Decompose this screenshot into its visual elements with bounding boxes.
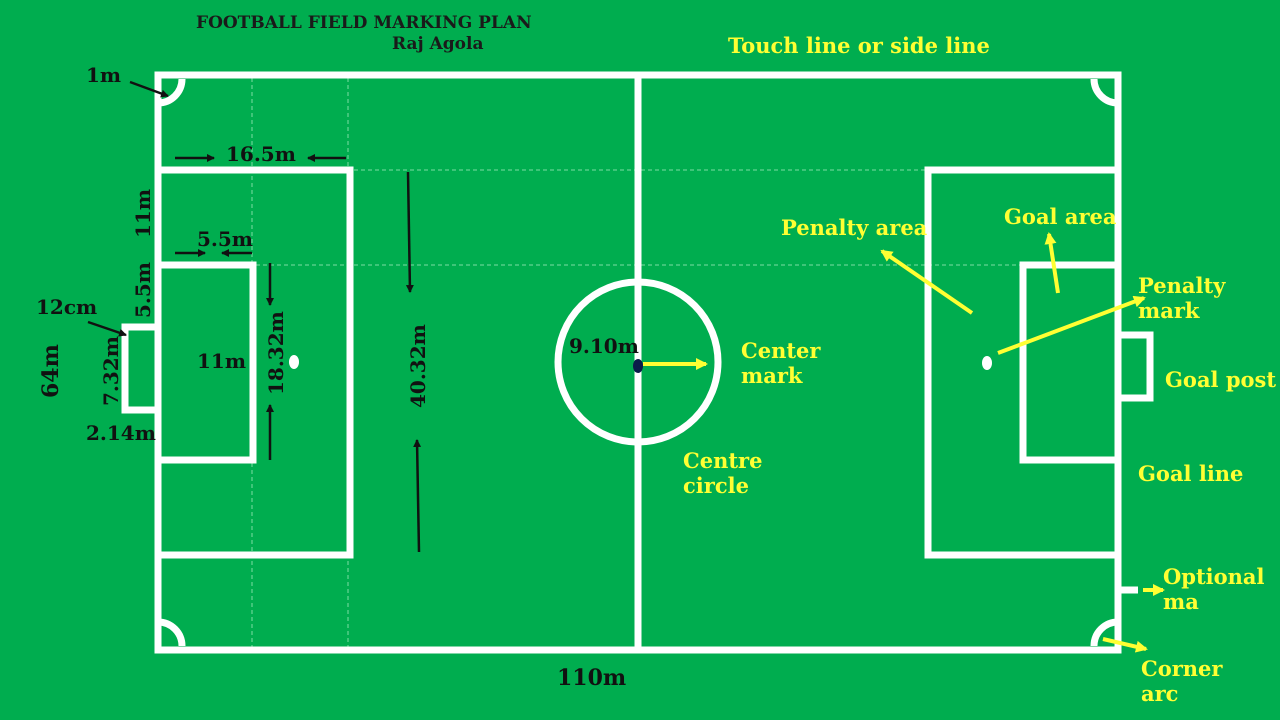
pointer-corner-arc (1102, 637, 1148, 653)
left-goal-area (154, 261, 257, 464)
label-corner-radius: 1m (86, 63, 121, 87)
measurement-arrows (87, 80, 422, 553)
diagram-author: Raj Agola (392, 34, 484, 54)
label-center-mark: Center mark (741, 338, 828, 388)
label-goal-depth: 2.14m (86, 421, 156, 445)
label-pointers (643, 232, 1165, 653)
corner-arc-top-right (1090, 78, 1119, 107)
label-penalty-mark: Penalty mark (1138, 273, 1233, 323)
label-goal-line: Goal line (1138, 461, 1243, 486)
label-touch-line: Touch line or side line (728, 33, 990, 58)
arrow-40-32m-top (405, 171, 414, 293)
right-goal-post (1118, 331, 1154, 402)
pointer-penalty-area (880, 249, 974, 315)
label-penalty-area-width: 40.32m (406, 324, 430, 408)
centre-circle (554, 278, 722, 446)
label-penalty-area: Penalty area (781, 215, 928, 240)
label-goal-side-offset: 5.5m (131, 262, 155, 318)
label-goal-area-width: 18.32m (264, 311, 288, 395)
corner-arc-bottom-right (1090, 618, 1119, 647)
centre-mark (633, 359, 643, 373)
label-goal-area: Goal area (1004, 204, 1117, 229)
label-field-width: 64m (38, 344, 64, 398)
label-penalty-area-depth: 16.5m (226, 142, 296, 166)
left-goal-post (121, 323, 158, 414)
diagram-title: FOOTBALL FIELD MARKING PLAN (196, 13, 532, 33)
label-field-length: 110m (557, 665, 626, 691)
label-penalty-mark-distance: 11m (197, 349, 246, 373)
left-penalty-mark (289, 355, 299, 369)
corner-arc-top-left (157, 78, 186, 107)
label-centre-circle: Centre circle (683, 448, 770, 498)
label-goal-post: Goal post (1165, 367, 1276, 392)
label-line-width: 12cm (36, 295, 97, 319)
pitch-markings (121, 71, 1154, 654)
label-optional-mark: Optional ma (1163, 564, 1272, 614)
label-corner-arc: Corner arc (1141, 656, 1230, 706)
corner-arc-bottom-left (157, 618, 186, 647)
pointer-goal-area (1044, 232, 1060, 294)
label-centre-circle-radius: 9.10m (569, 334, 639, 358)
label-goal-area-depth: 5.5m (197, 227, 253, 251)
label-penalty-side-offset: 11m (131, 189, 155, 238)
arrow-corner-1m (129, 80, 169, 98)
pointer-penalty-mark (997, 295, 1146, 355)
arrow-12cm (87, 320, 127, 337)
label-goal-width: 7.32m (99, 336, 123, 406)
arrow-40-32m-bottom (413, 439, 422, 553)
right-goal-area (1019, 261, 1122, 464)
right-penalty-mark (982, 356, 992, 370)
